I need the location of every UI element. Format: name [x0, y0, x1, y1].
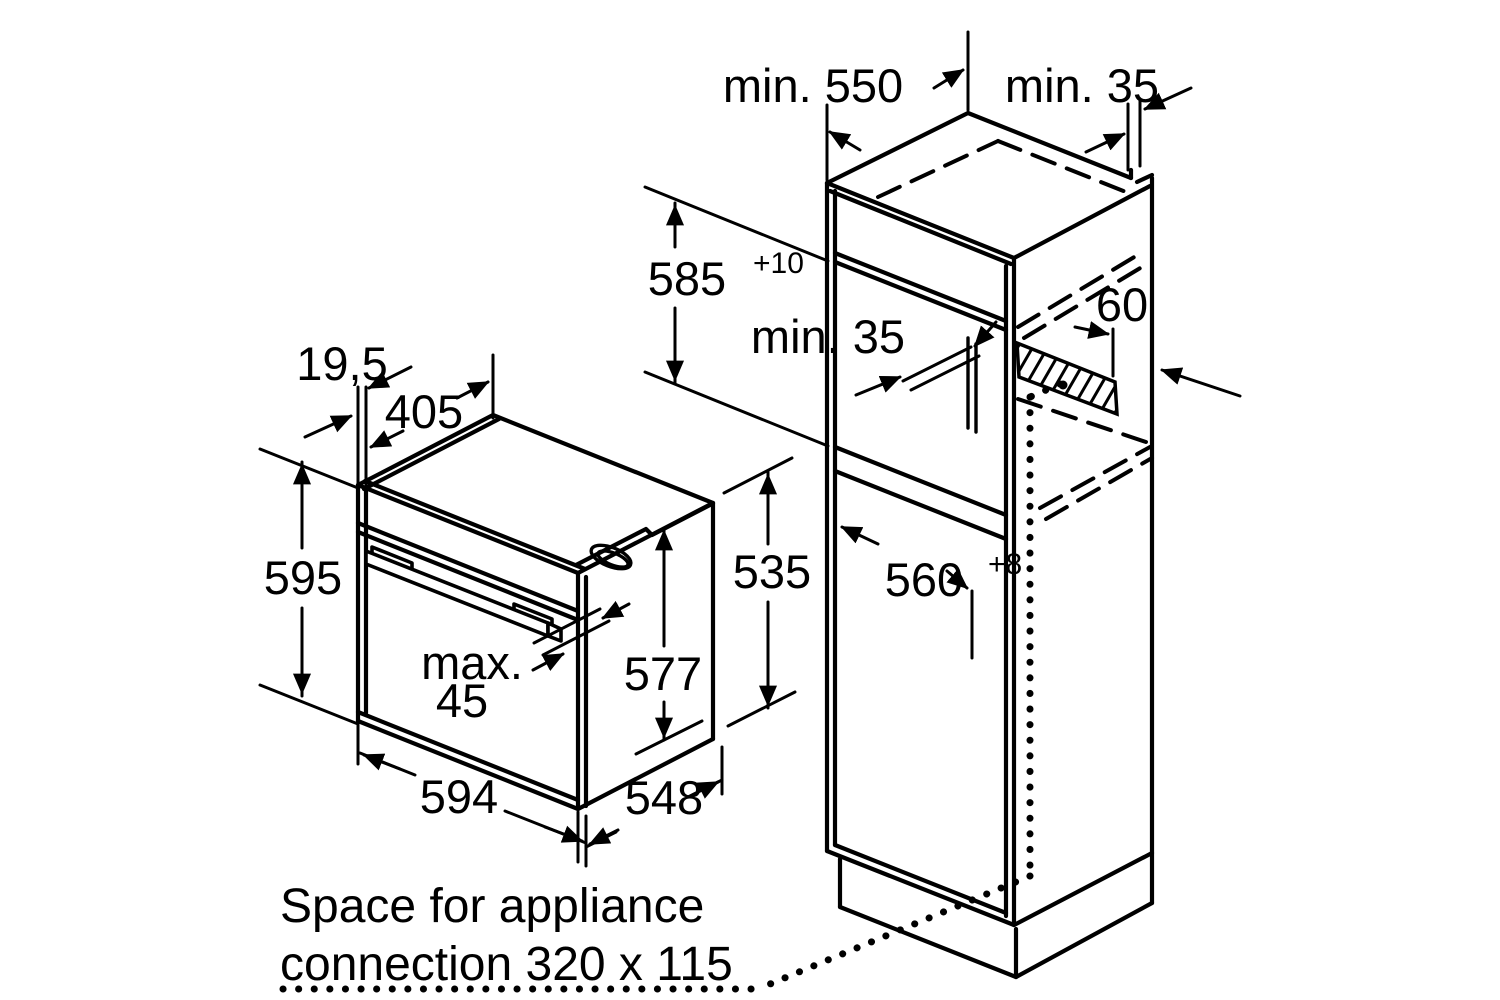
connection-point-dot: [1058, 380, 1068, 390]
cabinet-niche-height-label: 585: [648, 252, 726, 305]
cabinet-drawing: [824, 110, 1155, 980]
dim-cabinet-min-depth: [825, 30, 970, 182]
oven-top-depth-label: 405: [385, 385, 463, 438]
dim-oven-front-width: [356, 723, 588, 868]
oven-front-height-label: 595: [264, 551, 342, 604]
cabinet-niche-width-tolerance: +8: [988, 548, 1022, 581]
connection-note-line1: Space for appliance: [280, 880, 704, 933]
oven-drawing: [355, 412, 716, 812]
cabinet-rear-gap-label: min. 35: [751, 310, 905, 363]
oven-inner-height-label: 577: [624, 647, 702, 700]
rear-wall-pointer-arrow: [1160, 367, 1242, 398]
dim-oven-body-depth: [584, 745, 724, 849]
hidden-edges: [876, 139, 1154, 521]
dim-cabinet-niche-height: [643, 185, 830, 448]
oven-body-height-label: 535: [733, 545, 811, 598]
connection-note-line2: connection 320 x 115: [280, 938, 733, 991]
oven-frame-overhang-label: 19,5: [296, 337, 387, 390]
cabinet-niche-height-tolerance: +10: [753, 247, 804, 280]
oven-door-protrusion-value: 45: [436, 674, 488, 727]
cabinet-vent-width-label: 60: [1096, 278, 1148, 331]
oven-body-depth-label: 548: [625, 771, 703, 824]
oven-front-width-label: 594: [420, 770, 498, 823]
dim-oven-door-protrusion: [531, 600, 631, 672]
dim-oven-frame-overhang: [303, 365, 413, 490]
cabinet-niche-width-label: 560: [885, 553, 963, 606]
connection-note: Space for appliance connection 320 x 115: [280, 880, 733, 991]
cabinet-min-depth-label: min. 550: [723, 59, 903, 112]
side-grip-recess: [589, 543, 633, 571]
dim-oven-front-height: [258, 447, 360, 726]
dim-cabinet-niche-width: [840, 525, 974, 660]
dimension-labels: 19,5 405 595 max. 45 577 535 594 548 min…: [264, 59, 1159, 824]
dim-oven-body-height: [722, 456, 797, 728]
dim-cabinet-top-wall-gap: [1084, 86, 1193, 172]
oven-door-protrusion-label: max.: [421, 636, 523, 689]
dim-cabinet-rear-gap: [854, 320, 998, 397]
dim-cabinet-vent-width: [1073, 321, 1115, 378]
vent-cutout-hatched-strip: [1015, 340, 1119, 417]
cabinet-top-wall-gap-label: min. 35: [1005, 59, 1159, 112]
dim-oven-inner-height: [634, 526, 704, 756]
dim-oven-top-depth: [369, 353, 495, 449]
connection-leader-dotted: [279, 380, 1064, 993]
